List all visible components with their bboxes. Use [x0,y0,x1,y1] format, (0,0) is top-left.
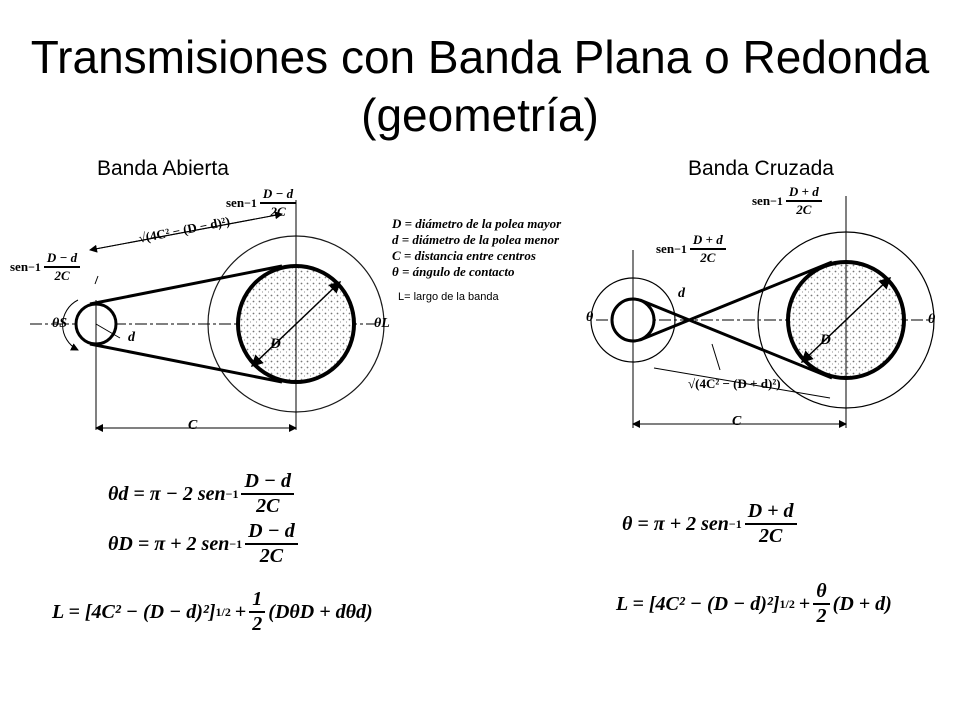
crossed-small-d: d [678,286,685,301]
legend-line-4: θ = ángulo de contacto [392,264,515,279]
eq-open-length-half-den: 2 [252,613,263,635]
eq-open-length-exp: 1/2 [215,604,231,619]
eq-crossed-length: L = [4C² − (D − d)²]1/2 + θ 2 (D + d) [616,580,892,628]
crossed-sen-left-den: 2C [700,250,716,265]
eq-open-theta-d-num: D − d [241,470,295,495]
eq-open-theta-D-exp: −1 [229,536,243,551]
open-sen-left-text: sen [10,259,29,274]
open-big-d: D [270,336,281,352]
open-sen-top-den: 2C [270,204,286,219]
eq-open-theta-D-num: D − d [245,520,298,545]
crossed-theta-right: θ [928,312,936,327]
eq-open-theta-D-lhs: θD = π + 2 sen [108,532,230,555]
belt-top [89,264,283,306]
crossed-sen-left-text: sen [656,241,675,256]
eq-crossed-length-theta-den: 2 [816,605,827,627]
crossed-belt-diagram [590,196,935,428]
eq-open-theta-D-frac: D − d 2C [245,520,298,568]
open-theta-s: θS [52,316,68,331]
open-belt-label: Banda Abierta [97,157,229,180]
crossed-sen-left-num: D + d [689,232,726,250]
open-sen-top-exp: −1 [244,195,257,210]
eq-crossed-length-rhs: (D + d) [832,592,892,615]
crossed-sen-left-frac: D + d 2C [689,232,726,266]
eq-open-theta-D-den: 2C [259,545,284,567]
eq-open-theta-d: θd = π − 2 sen−1 D − d 2C [108,470,297,518]
legend-line-2: d = diámetro de la polea menor [392,232,560,247]
crossed-belt-a [639,298,833,380]
eq-open-theta-d-den: 2C [256,495,280,517]
eq-open-length-rhs: (DθD + dθd) [268,600,373,623]
eq-crossed-theta-lhs: θ = π + 2 sen [622,512,729,535]
crossed-belt-label: Banda Cruzada [688,157,834,180]
eq-crossed-length-theta: θ 2 [813,580,830,628]
crossed-sen-top-den: 2C [796,202,812,217]
crossed-tangent-length: √(4C² − (D + d)²) [688,376,781,391]
crossed-theta-left: θ [586,310,594,325]
eq-open-length-half-num: 1 [249,588,266,613]
belt-bottom [89,342,283,384]
legend-line-3: C = distancia entre centros [392,248,536,263]
open-sen-left-num: D − d [43,250,81,268]
crossed-sen-top-label: sen−1 D + d 2C [752,184,825,218]
open-belt-diagram [30,200,385,432]
crossed-belt-b [639,260,833,342]
open-sen-left-label: sen−1 D − d 2C [10,250,83,284]
eq-open-length-half: 1 2 [249,588,266,636]
eq-open-theta-d-exp: −1 [225,486,239,501]
legend-line-5: L= largo de la banda [398,291,499,303]
crossed-center-c: C [732,414,742,429]
open-sen-top-frac: D − d 2C [259,186,297,220]
crossed-sen-top-text: sen [752,193,771,208]
eq-crossed-theta-exp: −1 [728,516,742,531]
eq-crossed-theta-num: D + d [744,500,797,525]
crossed-sen-top-exp: −1 [770,193,783,208]
eq-open-length: L = [4C² − (D − d)²]1/2 + 1 2 (DθD + dθd… [52,588,373,636]
eq-open-length-lhs: L = [4C² − (D − d)²] [52,600,216,623]
open-center-c: C [188,418,198,433]
open-sen-left-den: 2C [54,268,70,283]
crossed-sen-left-label: sen−1 D + d 2C [656,232,729,266]
crossed-sen-top-num: D + d [785,184,822,202]
legend-line-1: D = diámetro de la polea mayor [392,216,562,231]
crossed-sen-left-exp: −1 [674,241,687,256]
open-small-d: d [128,330,135,345]
eq-crossed-length-lhs: L = [4C² − (D − d)²] [616,592,780,615]
eq-crossed-theta-frac: D + d 2C [744,500,797,548]
open-sen-left-exp: −1 [28,259,41,274]
page-title: Transmisiones con Banda Plana o Redonda … [30,31,930,141]
open-sen-top-text: sen [226,195,245,210]
eq-crossed-length-exp: 1/2 [779,596,795,611]
open-sen-top-label: sen−1 D − d 2C [226,186,299,220]
open-sen-left-frac: D − d 2C [43,250,81,284]
eq-crossed-length-theta-num: θ [813,580,830,605]
eq-open-theta-d-lhs: θd = π − 2 sen [108,482,226,505]
open-sen-top-num: D − d [259,186,297,204]
eq-open-theta-d-frac: D − d 2C [241,470,295,518]
eq-crossed-theta-den: 2C [758,525,783,547]
eq-open-theta-D: θD = π + 2 sen−1 D − d 2C [108,520,301,568]
crossed-big-d: D [820,332,831,348]
open-theta-l: θL [374,316,390,331]
variable-legend: D = diámetro de la polea mayor d = diáme… [392,216,561,280]
crossed-sen-top-frac: D + d 2C [785,184,822,218]
eq-crossed-theta: θ = π + 2 sen−1 D + d 2C [622,500,800,548]
